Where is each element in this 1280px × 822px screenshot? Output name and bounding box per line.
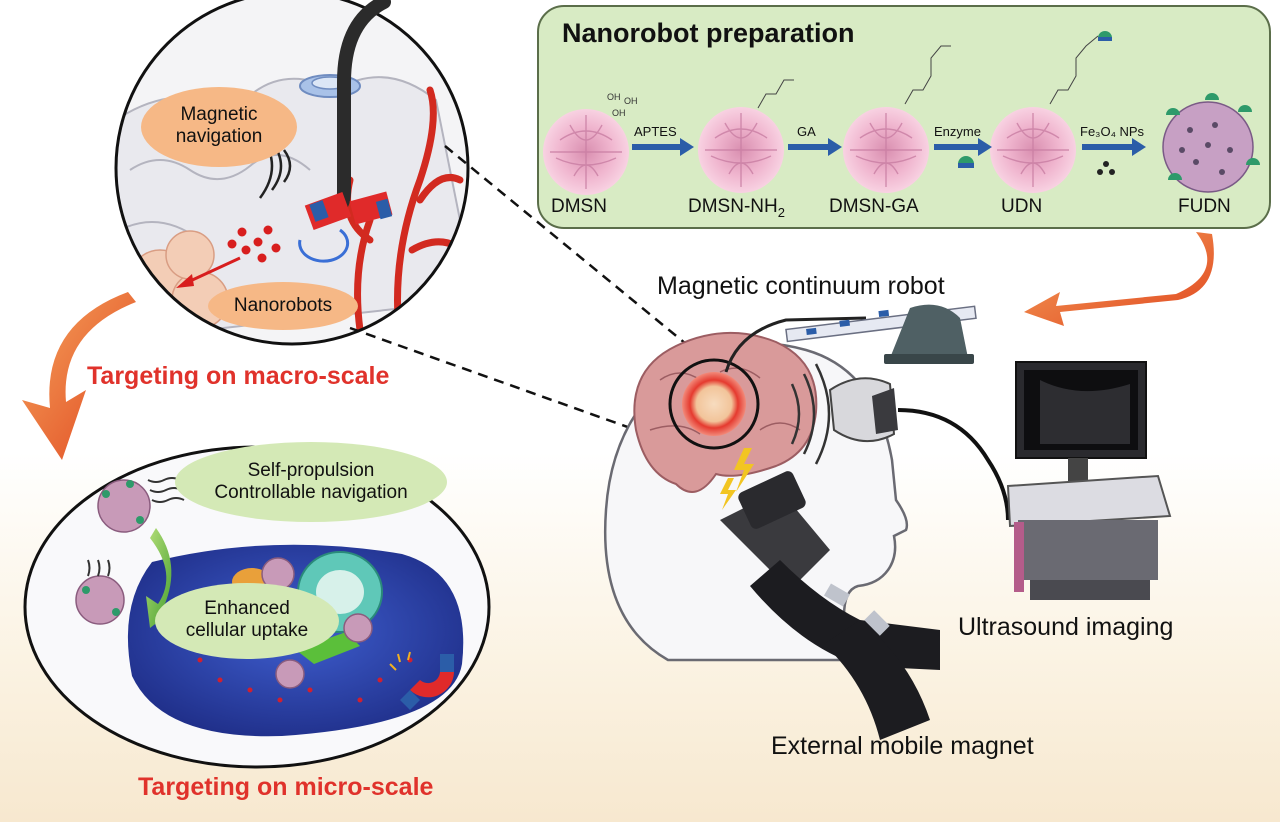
label-oval-nanorobots [208,282,358,330]
particle-label-subscript: 2 [777,204,785,220]
propulsion-label-line1: Self-propulsion [247,460,375,481]
step-label-aptes: APTES [634,124,677,139]
label-oval-navigation [141,87,297,167]
lightning-icon [720,448,754,510]
label-oval-propulsion [175,442,447,522]
particle-udn [990,31,1112,193]
particle-dmsn: OH OH OH [543,92,638,195]
catheter-line [724,316,867,373]
step-label-enzyme: Enzyme [934,124,981,139]
micro-caption: Targeting on micro-scale [138,773,434,801]
uptake-label-line1: Enhanced [204,598,290,619]
svg-text:OH: OH [624,96,638,106]
prep-to-robot-arrow [1024,232,1214,326]
uptake-arrow-icon [146,528,176,628]
navigation-label: Magnetic navigation [167,104,271,148]
continuum-robot-device [785,304,977,364]
prep-arrow-2 [788,138,842,156]
prep-arrow-3 [934,138,992,156]
tumor-target [668,358,760,450]
propulsion-label: Self-propulsion Controllable navigation [206,460,416,504]
prep-arrow-1 [632,138,694,156]
nanorobot-direction-arrow [176,256,241,288]
uptake-label-line2: cellular uptake [185,620,309,641]
step-label-ga: GA [797,124,816,139]
particle-dmsn-nh2 [698,79,794,193]
robot-label: Magnetic continuum robot [657,272,945,300]
enzyme-icon [958,156,974,168]
svg-text:OH: OH [607,92,621,102]
particle-fudn [1162,93,1260,193]
particle-label-dmsn-nh2-text: DMSN-NH [688,196,778,217]
uptake-label: Enhanced cellular uptake [176,598,318,642]
ultrasound-waves-icon [790,363,831,465]
macro-caption: Targeting on macro-scale [87,362,390,390]
particle-label-udn: UDN [1001,196,1043,217]
magnet-label: External mobile magnet [771,732,1034,760]
svg-text:OH: OH [612,108,626,118]
navigation-label-line1: Magnetic [180,104,258,125]
navigation-label-line2: navigation [175,126,263,147]
propulsion-label-line2: Controllable navigation [214,482,408,503]
prep-title: Nanorobot preparation [562,18,855,48]
ultrasound-label: Ultrasound imaging [958,613,1174,641]
magnet-icon [389,651,454,710]
nanorobot-dots [227,225,281,263]
ultrasound-probe [828,377,1010,521]
magnetic-tip-icon [304,191,393,231]
particle-label-dmsn: DMSN [551,196,607,217]
micro-nanorobot-2 [75,575,125,625]
particle-label-dmsn-ga: DMSN-GA [829,196,919,217]
particle-label-dmsn-nh2: DMSN-NH2 [688,196,785,220]
ultrasound-machine [1006,361,1172,600]
fe3o4-dots-icon [1097,161,1115,175]
step-label-fe3o4: Fe₃O₄ NPs [1080,124,1145,139]
particle-dmsn-ga [843,45,951,193]
dashed-connectors [349,145,709,432]
particle-label-fudn: FUDN [1178,196,1231,217]
micro-nanorobot-1 [97,479,151,533]
external-magnet-arm [720,471,940,740]
nanorobots-label: Nanorobots [233,295,333,316]
label-oval-uptake [155,583,339,659]
macro-to-micro-arrow [22,292,136,460]
prep-arrow-4 [1082,138,1146,156]
